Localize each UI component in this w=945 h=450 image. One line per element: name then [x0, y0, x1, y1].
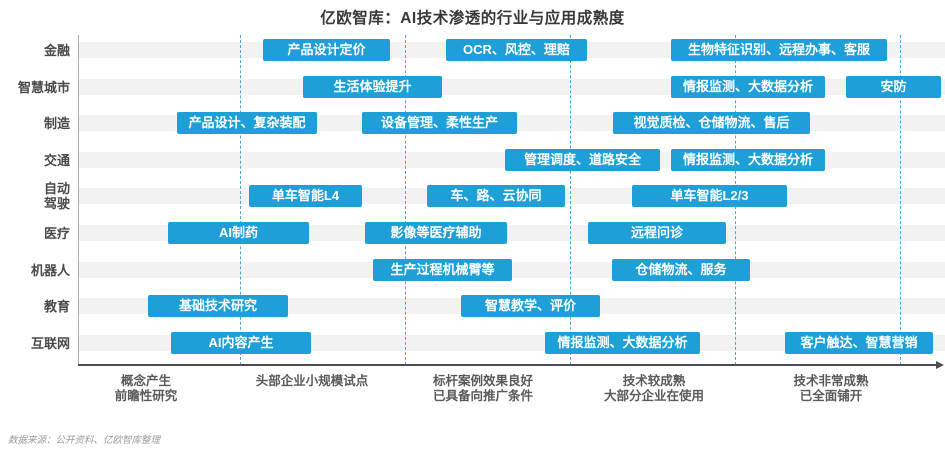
app-box: 智慧教学、评价 — [461, 295, 600, 317]
app-box: OCR、风控、理赔 — [446, 39, 587, 61]
app-box: 设备管理、柔性生产 — [362, 112, 517, 134]
app-box: 单车智能L2/3 — [632, 185, 787, 207]
app-box: 车、路、云协同 — [427, 185, 565, 207]
app-box: 情报监测、大数据分析 — [671, 149, 825, 171]
app-box: 基础技术研究 — [148, 295, 288, 317]
app-box: 生物特征识别、远程办事、客服 — [671, 39, 887, 61]
industry-label: 机器人 — [30, 262, 70, 278]
app-box: 产品设计定价 — [263, 39, 390, 61]
app-box: 远程问诊 — [588, 222, 726, 244]
industry-label: 制造 — [43, 115, 70, 131]
app-box: AI制药 — [168, 222, 309, 244]
app-box: 单车智能L4 — [249, 185, 362, 207]
app-box: 安防 — [846, 76, 941, 98]
y-axis — [78, 35, 79, 366]
app-box: 影像等医疗辅助 — [365, 222, 507, 244]
stage-gridline — [405, 35, 406, 365]
industry-label: 自动 驾驶 — [43, 181, 70, 211]
industry-label: 金融 — [43, 42, 70, 58]
stage-gridline — [900, 35, 901, 365]
app-box: 产品设计、复杂装配 — [177, 112, 317, 134]
x-axis-arrowhead — [936, 361, 944, 369]
stage-label: 标杆案例效果良好 已具备向推广条件 — [432, 374, 534, 403]
industry-label: 交通 — [43, 152, 70, 168]
app-box: 仓储物流、服务 — [612, 259, 750, 281]
app-box: 管理调度、道路安全 — [505, 149, 660, 171]
app-box: 客户触达、智慧营销 — [785, 332, 933, 354]
stage-label: 概念产生 前瞻性研究 — [114, 374, 178, 403]
app-box: AI内容产生 — [171, 332, 311, 354]
source-note: 数据来源：公开资料、亿欧智库整理 — [8, 435, 161, 446]
stage-label: 头部企业小规模试点 — [255, 374, 369, 388]
stage-gridline — [240, 35, 241, 365]
stage-gridline — [570, 35, 571, 365]
app-box: 视觉质检、仓储物流、售后 — [613, 112, 810, 134]
industry-label: 互联网 — [30, 335, 70, 351]
industry-label: 医疗 — [43, 225, 70, 241]
x-axis — [78, 364, 936, 366]
stage-label: 技术非常成熟 已全面铺开 — [793, 374, 869, 403]
app-box: 生活体验提升 — [303, 76, 442, 98]
industry-label: 智慧城市 — [17, 79, 70, 95]
app-box: 生产过程机械臂等 — [373, 259, 512, 281]
app-box: 情报监测、大数据分析 — [671, 76, 825, 98]
row-band — [79, 262, 945, 278]
chart-title: 亿欧智库：AI技术渗透的行业与应用成熟度 — [320, 10, 625, 27]
stage-label: 技术较成熟 大部分企业在使用 — [603, 374, 705, 403]
app-box: 情报监测、大数据分析 — [545, 332, 700, 354]
industry-label: 教育 — [43, 298, 70, 314]
